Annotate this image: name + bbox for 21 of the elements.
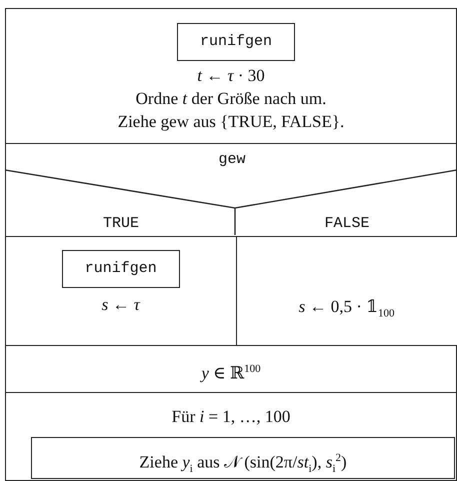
branch-block <box>236 236 457 346</box>
decision-block <box>5 143 457 346</box>
process-block <box>5 345 457 393</box>
function-name: runifgen <box>200 32 272 52</box>
subroutine-box <box>62 250 180 288</box>
subroutine-box <box>177 23 295 61</box>
instruction-text: Ordne t der Größe nach um. <box>136 89 326 109</box>
assignment-text: s ← τ <box>102 295 140 315</box>
condition-text: gew <box>218 150 246 170</box>
branch-label: FALSE <box>324 214 370 234</box>
loop-body-block <box>31 437 455 479</box>
loop-block <box>5 392 457 481</box>
assignment-text: s ← 0,5 · 𝟙$_{100}$ <box>298 297 394 322</box>
loop-header-text: Für i = 1, …, 100 <box>172 407 290 427</box>
function-name: runifgen <box>84 259 157 279</box>
branch-label: TRUE <box>102 214 139 234</box>
assignment-text: y ∈ ℝ$^{100}$ <box>201 362 261 384</box>
instruction-text: Ziehe gew aus {TRUE, FALSE}. <box>118 112 344 132</box>
assignment-text: t ← τ · 30 <box>197 66 265 86</box>
process-block <box>5 8 457 144</box>
assignment-text: Ziehe y$_{i}$ aus 𝒩 (sin(2π/st$_{i}$), s$_{i}$$^{2}$) <box>139 451 347 478</box>
